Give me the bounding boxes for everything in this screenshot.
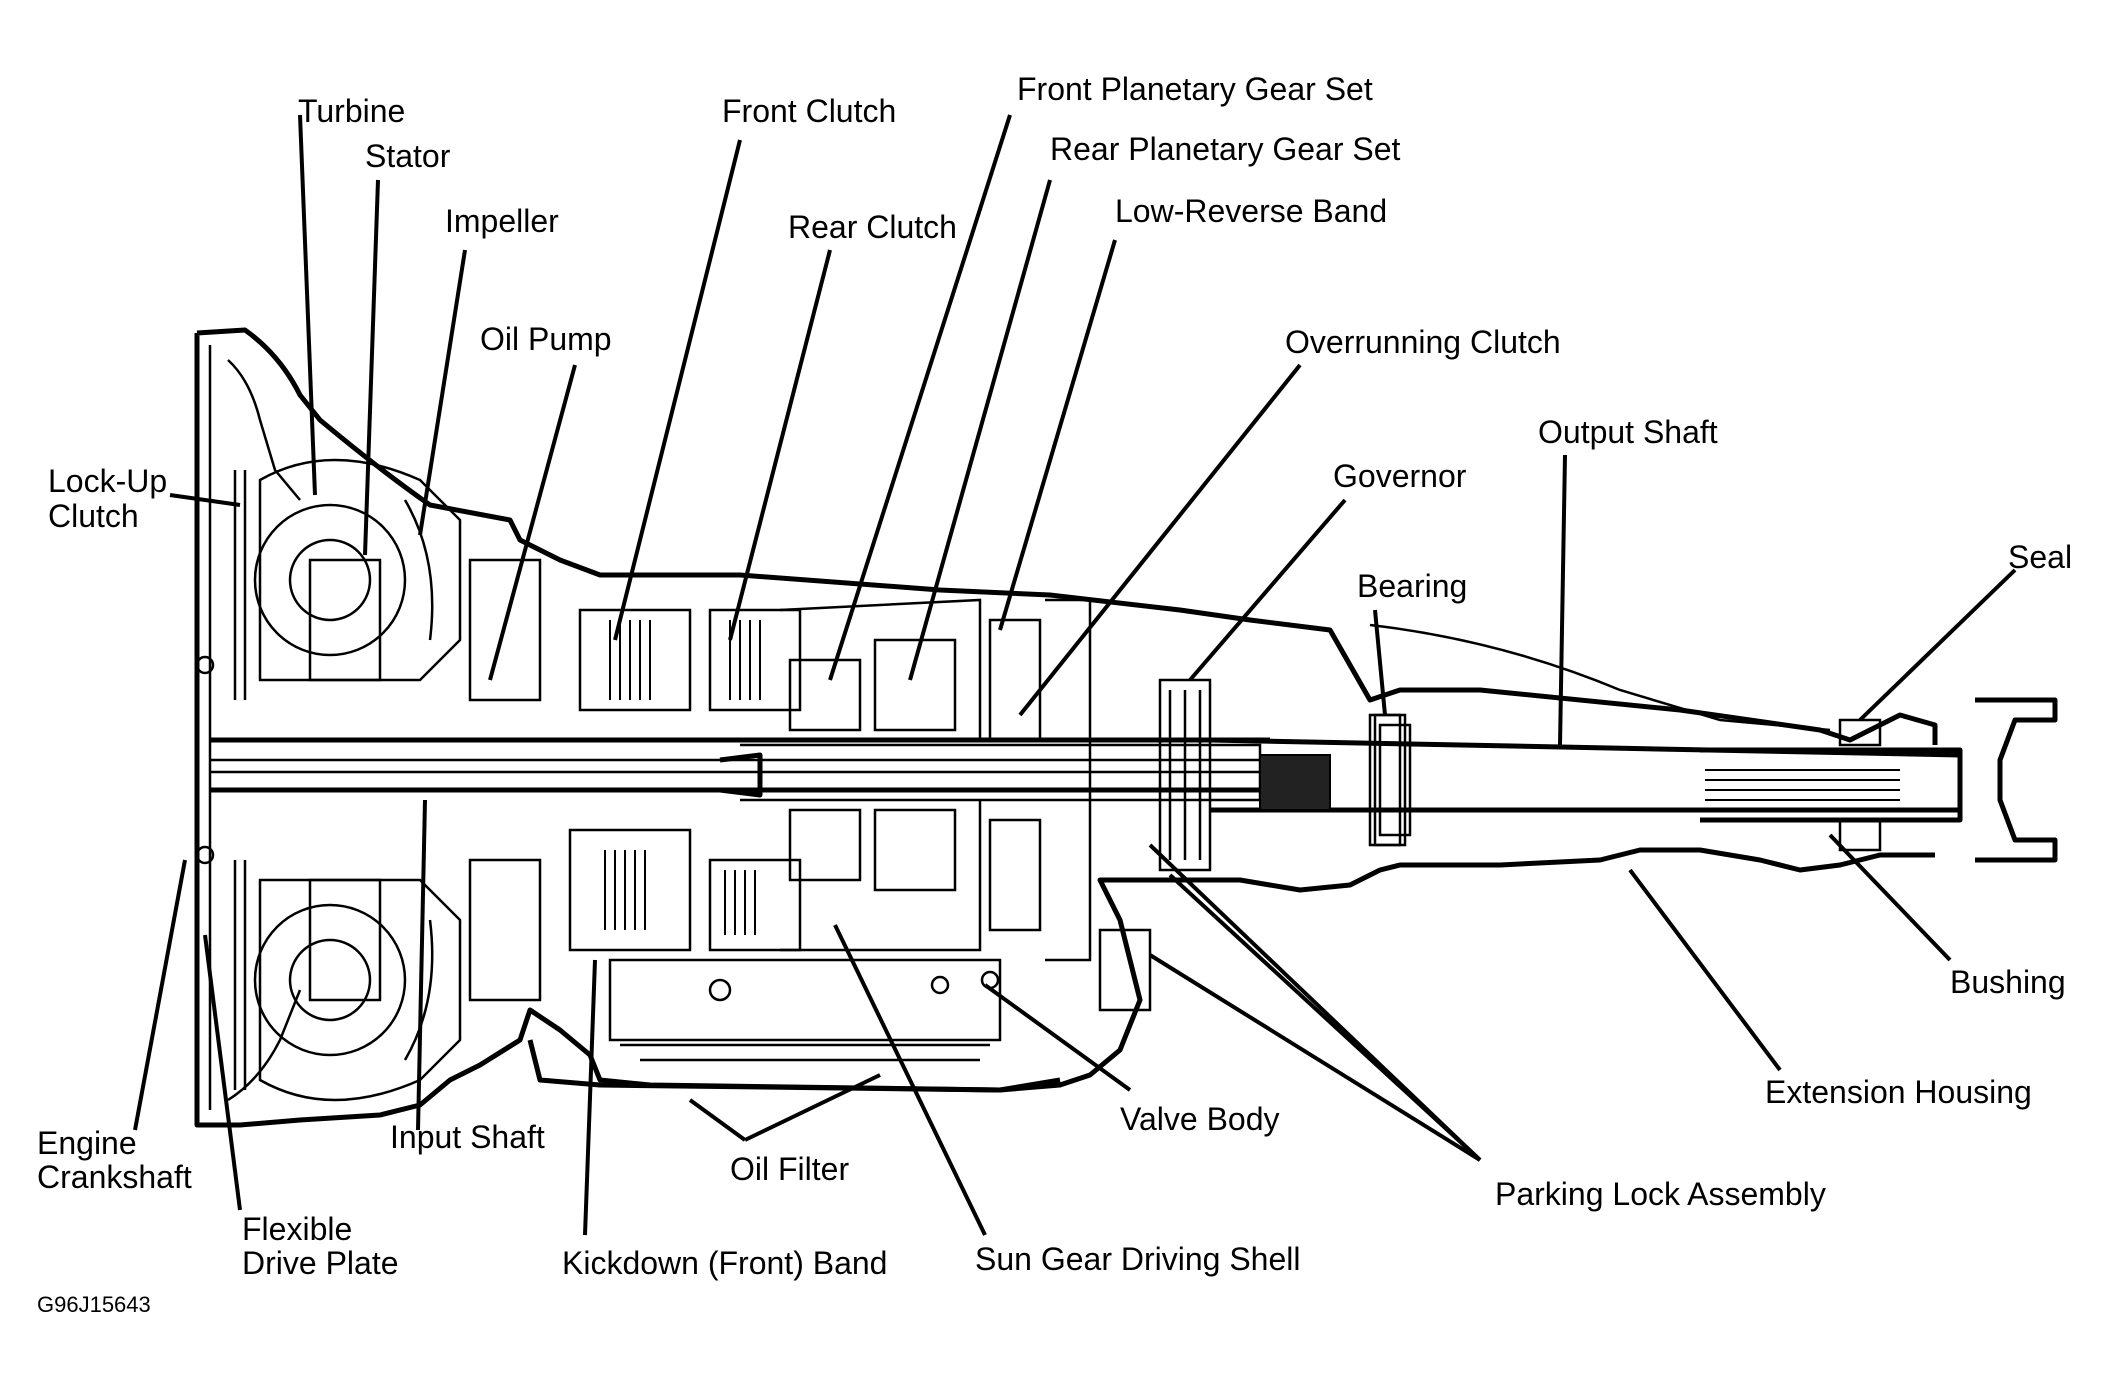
label-overrunning-clutch: Overrunning Clutch	[1285, 324, 1561, 360]
label-kickdown-band: Kickdown (Front) Band	[562, 1245, 887, 1281]
front-clutch-pack	[568, 608, 692, 952]
label-seal: Seal	[2008, 539, 2072, 575]
label-valve-body: Valve Body	[1120, 1101, 1280, 1137]
leader-lines	[133, 114, 2017, 1236]
transmission-housing	[194, 327, 2058, 1128]
label-engine-crankshaft-line2: Crankshaft	[37, 1159, 192, 1195]
label-lockup-clutch-line1: Lock-Up	[48, 463, 167, 499]
label-turbine: Turbine	[298, 93, 405, 129]
figure-code: G96J15643	[37, 1292, 151, 1317]
label-front-planetary: Front Planetary Gear Set	[1017, 71, 1373, 107]
label-flexible-drive-plate-line2: Drive Plate	[242, 1245, 399, 1281]
label-engine-crankshaft-line1: Engine	[37, 1125, 137, 1161]
label-oil-pump: Oil Pump	[480, 321, 612, 357]
label-front-clutch: Front Clutch	[722, 93, 896, 129]
label-impeller: Impeller	[445, 203, 559, 239]
label-oil-filter: Oil Filter	[730, 1151, 849, 1187]
label-rear-planetary: Rear Planetary Gear Set	[1050, 131, 1401, 167]
label-extension-housing: Extension Housing	[1765, 1074, 2032, 1110]
label-bushing: Bushing	[1950, 964, 2066, 1000]
planetary-gear-sets	[779, 598, 982, 952]
label-sun-gear-shell: Sun Gear Driving Shell	[975, 1241, 1300, 1277]
valve-body-area	[527, 928, 1152, 1093]
label-rear-clutch: Rear Clutch	[788, 209, 957, 245]
label-bearing: Bearing	[1357, 568, 1467, 604]
label-parking-lock: Parking Lock Assembly	[1495, 1176, 1826, 1212]
label-stator: Stator	[365, 138, 451, 174]
label-input-shaft: Input Shaft	[390, 1119, 545, 1155]
label-output-shaft: Output Shaft	[1538, 414, 1718, 450]
label-governor: Governor	[1333, 458, 1467, 494]
labels: Turbine Stator Impeller Oil Pump Front C…	[37, 71, 2072, 1317]
label-lockup-clutch-line2: Clutch	[48, 498, 139, 534]
label-low-reverse-band: Low-Reverse Band	[1115, 193, 1387, 229]
rear-clutch-pack	[708, 608, 802, 952]
label-flexible-drive-plate-line1: Flexible	[242, 1211, 352, 1247]
